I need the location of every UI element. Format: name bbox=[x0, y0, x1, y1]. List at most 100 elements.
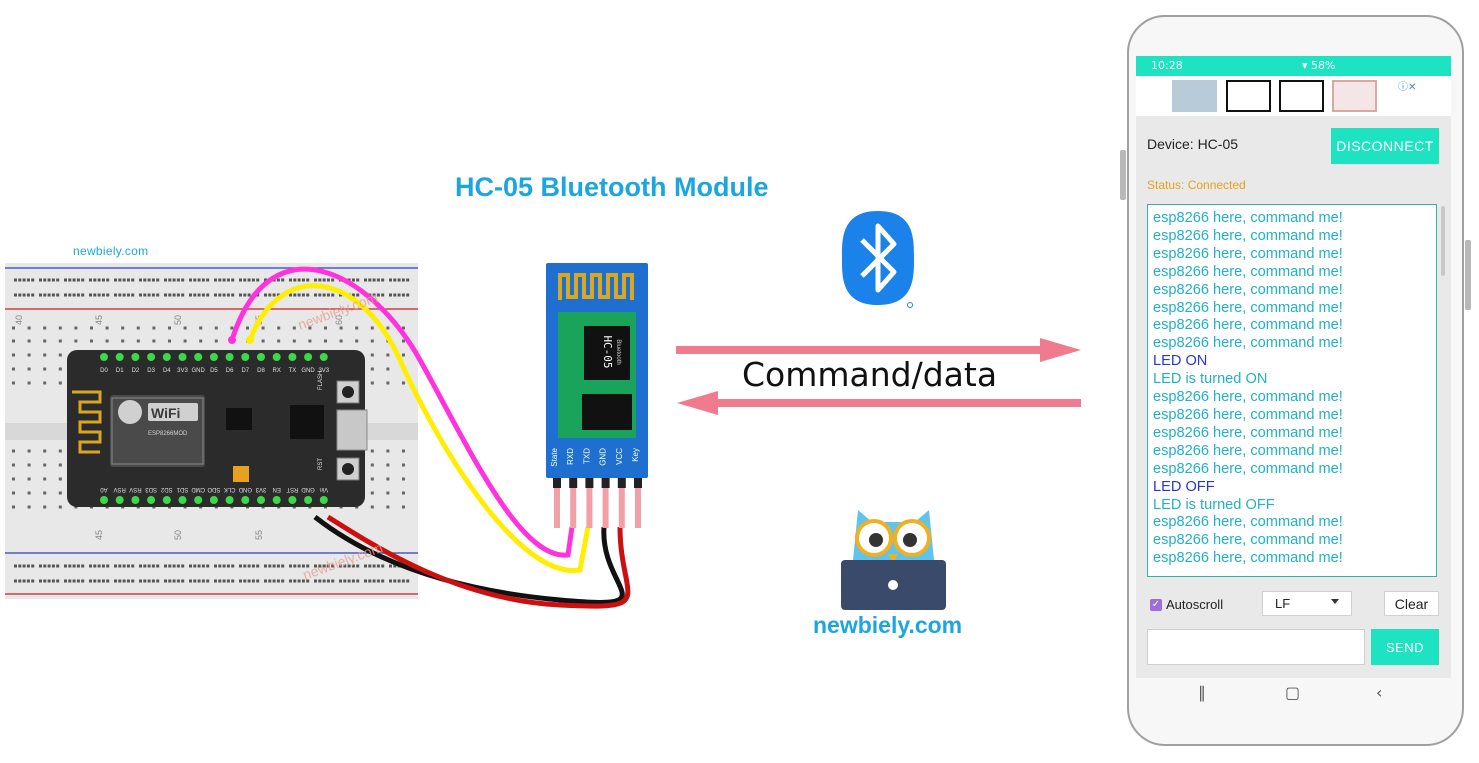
rail-hole bbox=[247, 564, 251, 568]
ad-image-2[interactable] bbox=[1226, 80, 1271, 112]
board-pin-label: D0 bbox=[100, 368, 108, 374]
grid-hole bbox=[58, 381, 62, 385]
rail-hole bbox=[314, 293, 317, 297]
rail-hole bbox=[118, 278, 122, 282]
board-pin-label: SD2 bbox=[160, 486, 172, 492]
ad-image-1[interactable] bbox=[1172, 80, 1217, 112]
rail-hole bbox=[72, 564, 76, 568]
rail-hole bbox=[372, 293, 376, 297]
ad-image-3[interactable] bbox=[1279, 80, 1324, 112]
rail-hole bbox=[322, 579, 326, 583]
rail-hole bbox=[14, 564, 17, 568]
rail-hole bbox=[93, 278, 97, 282]
ad-image-4[interactable] bbox=[1332, 80, 1377, 112]
rail-hole bbox=[326, 579, 330, 583]
board-pin bbox=[209, 496, 218, 504]
back-icon[interactable]: ‹ bbox=[1376, 683, 1383, 702]
wifi-logo-text: WiFi bbox=[151, 405, 180, 421]
rail-hole bbox=[322, 278, 326, 282]
log-line: esp8266 here, command me! bbox=[1153, 406, 1343, 423]
rail-hole bbox=[364, 564, 367, 568]
log-line: esp8266 here, command me! bbox=[1153, 227, 1343, 244]
rail-hole bbox=[389, 579, 392, 583]
breadboard-number: 60 bbox=[334, 315, 344, 325]
rail-hole bbox=[339, 579, 342, 583]
wire-end-magenta bbox=[228, 336, 236, 344]
grid-hole bbox=[386, 326, 390, 330]
rail-hole bbox=[131, 293, 135, 297]
rail-hole bbox=[318, 579, 322, 583]
send-button[interactable]: SEND bbox=[1371, 629, 1439, 665]
line-ending-select[interactable]: LF bbox=[1262, 591, 1352, 616]
rail-hole bbox=[189, 293, 192, 297]
signal-icon: ▾ bbox=[1302, 59, 1308, 72]
rail-hole bbox=[214, 293, 217, 297]
rail-hole bbox=[322, 564, 326, 568]
rail-hole bbox=[393, 293, 397, 297]
grid-hole bbox=[370, 491, 374, 495]
send-input[interactable] bbox=[1147, 629, 1365, 665]
log-scrollbar[interactable] bbox=[1441, 206, 1445, 276]
rail-hole bbox=[297, 579, 301, 583]
rail-hole bbox=[72, 278, 76, 282]
autoscroll-checkbox-icon[interactable]: ✓ bbox=[1150, 598, 1162, 611]
rail-hole bbox=[239, 293, 242, 297]
disconnect-button[interactable]: DISCONNECT bbox=[1331, 128, 1439, 164]
status-time: 10:28 bbox=[1151, 59, 1183, 72]
rail-hole bbox=[351, 278, 355, 282]
arrow-left-head bbox=[677, 391, 718, 415]
log-line: LED is turned OFF bbox=[1153, 496, 1275, 513]
grid-hole bbox=[370, 505, 374, 509]
ad-close-icon[interactable]: ⓘ✕ bbox=[1398, 82, 1417, 93]
rail-hole bbox=[101, 564, 105, 568]
ad-banner[interactable]: ⓘ✕ bbox=[1136, 76, 1451, 116]
pcb-antenna bbox=[72, 390, 102, 454]
rail-hole bbox=[218, 278, 222, 282]
clear-button[interactable]: Clear bbox=[1384, 591, 1439, 616]
rail-hole bbox=[368, 579, 372, 583]
brand-text: newbiely.com bbox=[813, 612, 963, 638]
log-line: esp8266 here, command me! bbox=[1153, 424, 1343, 441]
board-pin bbox=[225, 353, 234, 361]
rail-hole bbox=[68, 564, 72, 568]
rail-hole bbox=[31, 278, 35, 282]
grid-hole bbox=[355, 339, 359, 343]
rail-hole bbox=[68, 579, 72, 583]
rail-hole bbox=[47, 564, 51, 568]
rail-hole bbox=[193, 278, 197, 282]
rail-hole bbox=[214, 564, 217, 568]
rail-hole bbox=[231, 278, 235, 282]
hc05-pin bbox=[602, 488, 609, 528]
rail-hole bbox=[276, 293, 280, 297]
chevron-down-icon bbox=[1331, 599, 1339, 604]
rail-hole bbox=[189, 278, 192, 282]
serial-log[interactable]: esp8266 here, command me!esp8266 here, c… bbox=[1147, 204, 1437, 577]
home-icon[interactable]: ▢ bbox=[1285, 683, 1301, 702]
flash-button-cap bbox=[342, 386, 354, 398]
grid-hole bbox=[261, 339, 265, 343]
rail-hole bbox=[268, 579, 272, 583]
autoscroll-toggle[interactable]: ✓ Autoscroll bbox=[1150, 597, 1223, 612]
rail-hole bbox=[281, 579, 285, 583]
rail-hole bbox=[397, 293, 401, 297]
rail-hole bbox=[397, 579, 401, 583]
data-arrows bbox=[676, 338, 1081, 415]
recent-apps-icon[interactable]: ∥ bbox=[1198, 683, 1206, 702]
grid-hole bbox=[152, 326, 156, 330]
grid-hole bbox=[199, 339, 203, 343]
rail-hole bbox=[306, 278, 310, 282]
hc05-pin-label: Key bbox=[631, 448, 640, 462]
board-pin-label: CLK bbox=[224, 486, 236, 492]
rail-hole bbox=[289, 564, 292, 568]
board-pin-label: D4 bbox=[163, 368, 171, 374]
grid-hole bbox=[402, 449, 405, 453]
rail-hole bbox=[139, 293, 142, 297]
rail-hole bbox=[131, 564, 135, 568]
rail-hole bbox=[164, 278, 167, 282]
rail-hole bbox=[356, 564, 360, 568]
reset-button-cap bbox=[342, 463, 354, 475]
rail-hole bbox=[39, 293, 42, 297]
rail-hole bbox=[26, 278, 30, 282]
log-line: esp8266 here, command me! bbox=[1153, 281, 1343, 298]
